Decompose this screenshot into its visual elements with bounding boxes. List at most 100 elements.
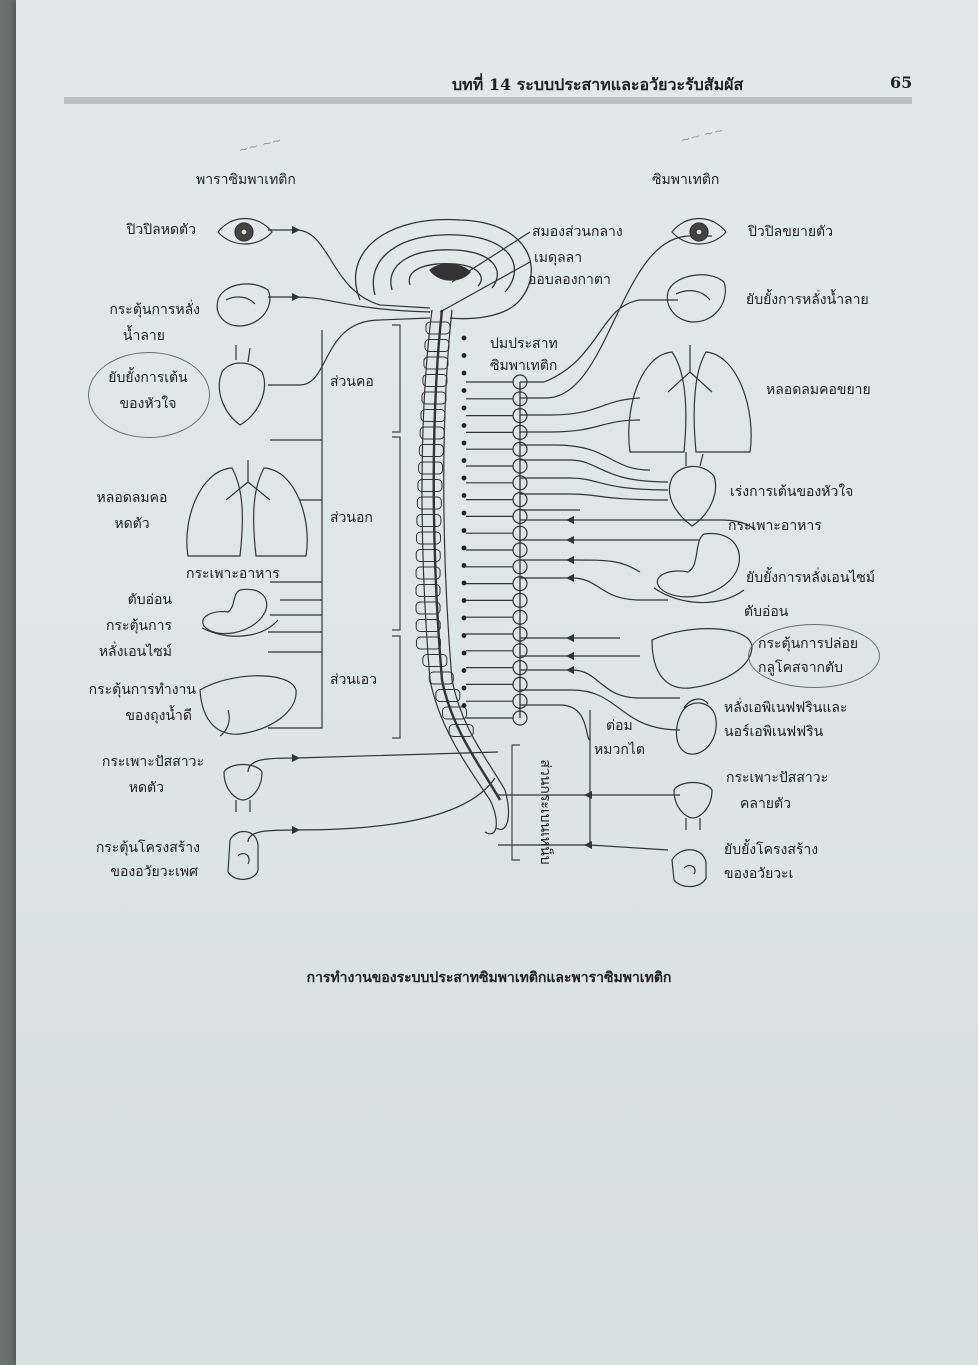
spinal-nerve-dot — [461, 475, 467, 481]
label-left-pupil: ปิวปิลหดตัว — [126, 222, 197, 238]
right-organs — [628, 218, 753, 888]
spinal-nerve-dot — [461, 353, 467, 358]
vertebra — [442, 706, 468, 720]
spinal-nerve-dot — [461, 423, 467, 428]
spinal-nerve-dot — [461, 545, 467, 551]
label-ganglion-1: ปมประสาท — [490, 336, 558, 352]
label-left-genital-2: ของอวัยวะเพศ — [110, 864, 198, 880]
vertebra — [415, 584, 441, 597]
vertebra — [417, 479, 443, 492]
vertebra — [416, 514, 442, 527]
label-left-stomach: กระเพาะอาหาร — [186, 566, 280, 582]
label-right-genital-2: ของอวัยวะเ — [724, 866, 794, 882]
vertebra — [419, 426, 445, 440]
vertebra — [415, 636, 441, 650]
salivary-gland-icon-right — [666, 274, 726, 323]
spinal-nerve-dot — [461, 528, 467, 533]
pencil-circle-left — [88, 352, 210, 438]
spinal-nerve-dot — [461, 458, 467, 463]
spinal-nerve-dot — [461, 668, 467, 673]
liver-gallbladder-icon-left — [199, 675, 297, 737]
eye-icon-right — [671, 218, 727, 245]
label-thoracic: ส่วนอก — [330, 510, 373, 526]
parasympathetic-heading: พาราซิมพาเทติก — [196, 172, 296, 188]
heart-icon-right — [668, 452, 717, 527]
vertebra — [418, 461, 444, 475]
label-right-pupil: ปิวปิลขยายตัว — [748, 224, 834, 240]
label-left-gall-1: กระตุ้นการทำงาน — [88, 682, 196, 698]
spinal-nerve-dot — [461, 510, 467, 516]
spinal-nerve-dot — [461, 703, 467, 708]
pencil-circle-right — [748, 624, 880, 688]
pointer-lines — [439, 231, 531, 313]
spinal-nerve-dot — [461, 633, 467, 638]
label-right-bladder-2: คลายตัว — [740, 796, 791, 812]
spinal-nerve-dot — [461, 405, 467, 411]
sympathetic-arrowheads — [566, 516, 592, 849]
liver-icon-right — [651, 628, 753, 689]
spinal-nerve-dot — [461, 388, 467, 393]
label-left-enzyme-1: กระตุ้นการ — [105, 618, 172, 634]
label-lumbar: ส่วนเอว — [330, 672, 378, 688]
figure-caption: การทำงานของระบบประสาทซิมพาเทติกและพาราซิ… — [306, 970, 672, 986]
left-organs — [186, 218, 308, 880]
region-brackets — [392, 324, 520, 861]
label-left-lung-2: หดตัว — [114, 516, 150, 532]
vertebra — [416, 496, 442, 510]
sympathetic-heading: ซิมพาเทติก — [652, 172, 720, 188]
vertebra — [424, 339, 450, 352]
label-left-bladder-2: หดตัว — [128, 780, 164, 796]
vertebra — [418, 444, 444, 457]
genital-icon-left — [227, 831, 259, 880]
bladder-icon-right — [673, 781, 713, 830]
label-right-adrenal-2: นอร์เอพิเนฟฟริน — [724, 724, 824, 740]
label-cervical: ส่วนคอ — [330, 374, 374, 390]
vertebra — [448, 724, 474, 737]
vertebra — [428, 671, 454, 685]
label-medulla-2: ออบลองกาตา — [528, 272, 611, 288]
arrowhead — [566, 652, 574, 660]
vertebra — [415, 566, 441, 580]
label-left-enzyme-2: หลั่งเอนไซม์ — [98, 644, 172, 660]
vertebra — [425, 321, 451, 335]
arrowhead — [584, 791, 592, 799]
bladder-icon-left — [223, 763, 263, 812]
page-number: 65 — [890, 73, 913, 92]
vertebra — [422, 374, 448, 387]
brain-outline — [354, 218, 532, 320]
spinal-nerve-dot — [461, 440, 467, 446]
label-right-kidney-2: หมวกไต — [594, 742, 645, 758]
salivary-gland-icon-left — [216, 283, 271, 327]
spinal-nerve-dots — [461, 335, 467, 708]
label-right-kidney-1: ต่อม — [606, 718, 633, 734]
heart-icon-left — [218, 345, 266, 426]
spinal-nerve-dot — [461, 598, 467, 603]
label-right-heart: เร่งการเต้นของหัวใจ — [730, 484, 854, 500]
spinal-column — [421, 309, 509, 835]
label-right-adrenal-1: หลั่งเอพิเนฟฟรินและ — [724, 700, 848, 716]
vertebra — [422, 654, 448, 667]
spinal-nerve-dot — [461, 563, 467, 568]
vertebra — [415, 619, 441, 632]
label-ganglion-2: ซิมพาเทติก — [490, 358, 558, 374]
parasympathetic-arrowheads — [292, 226, 300, 834]
arrowhead — [566, 516, 574, 524]
chapter-title: บทที่ 14 ระบบประสาทและอวัยวะรับสัมผัส — [452, 75, 744, 94]
label-right-enzyme: ยับยั้งการหลั่งเอนไซม์ — [746, 570, 876, 586]
label-left-saliva-1: กระตุ้นการหลั่ง — [109, 302, 200, 318]
label-right-bronchi: หลอดลมคอขยาย — [766, 382, 871, 398]
vertebra — [416, 531, 442, 545]
vertebra — [420, 409, 446, 422]
header-rule — [64, 97, 912, 104]
spinal-nerve-dot — [461, 370, 467, 376]
spinal-nerve-dot — [461, 335, 467, 341]
spinal-nerve-dot — [461, 650, 467, 656]
stomach-pancreas-icon-right — [653, 532, 745, 604]
label-right-glucose-1: กระตุ้นการปล่อย — [758, 636, 859, 652]
label-medulla-1: เมดุลลา — [534, 250, 583, 266]
vertebra — [435, 689, 461, 702]
genital-icon-right — [671, 849, 707, 888]
vertebra — [423, 356, 449, 370]
arrowhead — [584, 841, 592, 849]
